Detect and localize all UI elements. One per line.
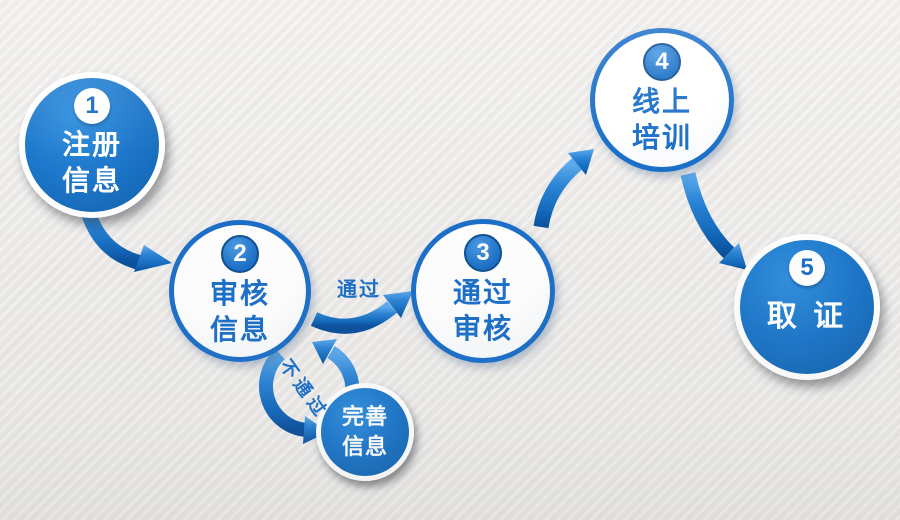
step-node-get-certificate: 5 取 证	[734, 234, 880, 380]
step-label: 审核 信息	[209, 278, 270, 345]
step-number: 3	[476, 239, 490, 266]
cycle-arrow-step2-to-branch-icon	[259, 348, 328, 444]
curved-arrow-step4-to-step5-icon	[680, 172, 747, 270]
curved-arrow-step3-to-step4-icon	[533, 149, 594, 229]
step-label: 线上 培训	[631, 86, 692, 153]
step-number: 1	[85, 92, 99, 119]
step-number-badge: 4	[643, 43, 681, 81]
step-number: 4	[655, 48, 669, 75]
step-node-pass-review: 3 通过 审核	[411, 219, 555, 363]
step-number: 5	[800, 254, 814, 281]
step-node-online-training: 4 线上 培训	[590, 28, 734, 172]
branch-node-complete-info: 完善 信息	[316, 383, 414, 481]
curved-arrow-step2-to-step3-icon	[310, 291, 413, 334]
step-number: 2	[233, 240, 247, 267]
step-node-register-info: 1 注册 信息	[19, 72, 165, 218]
step-label: 通过 审核	[452, 277, 513, 344]
step-node-review-info: 2 审核 信息	[169, 220, 311, 362]
step-number-badge: 1	[74, 88, 110, 124]
step-number-badge: 5	[789, 250, 825, 286]
step-number-badge: 3	[464, 234, 502, 272]
edge-label-pass: 通过	[337, 279, 381, 301]
step-number-badge: 2	[221, 235, 259, 273]
step-label: 取 证	[766, 300, 848, 333]
step-label: 注册 信息	[61, 129, 122, 196]
branch-label: 完善 信息	[341, 404, 388, 459]
